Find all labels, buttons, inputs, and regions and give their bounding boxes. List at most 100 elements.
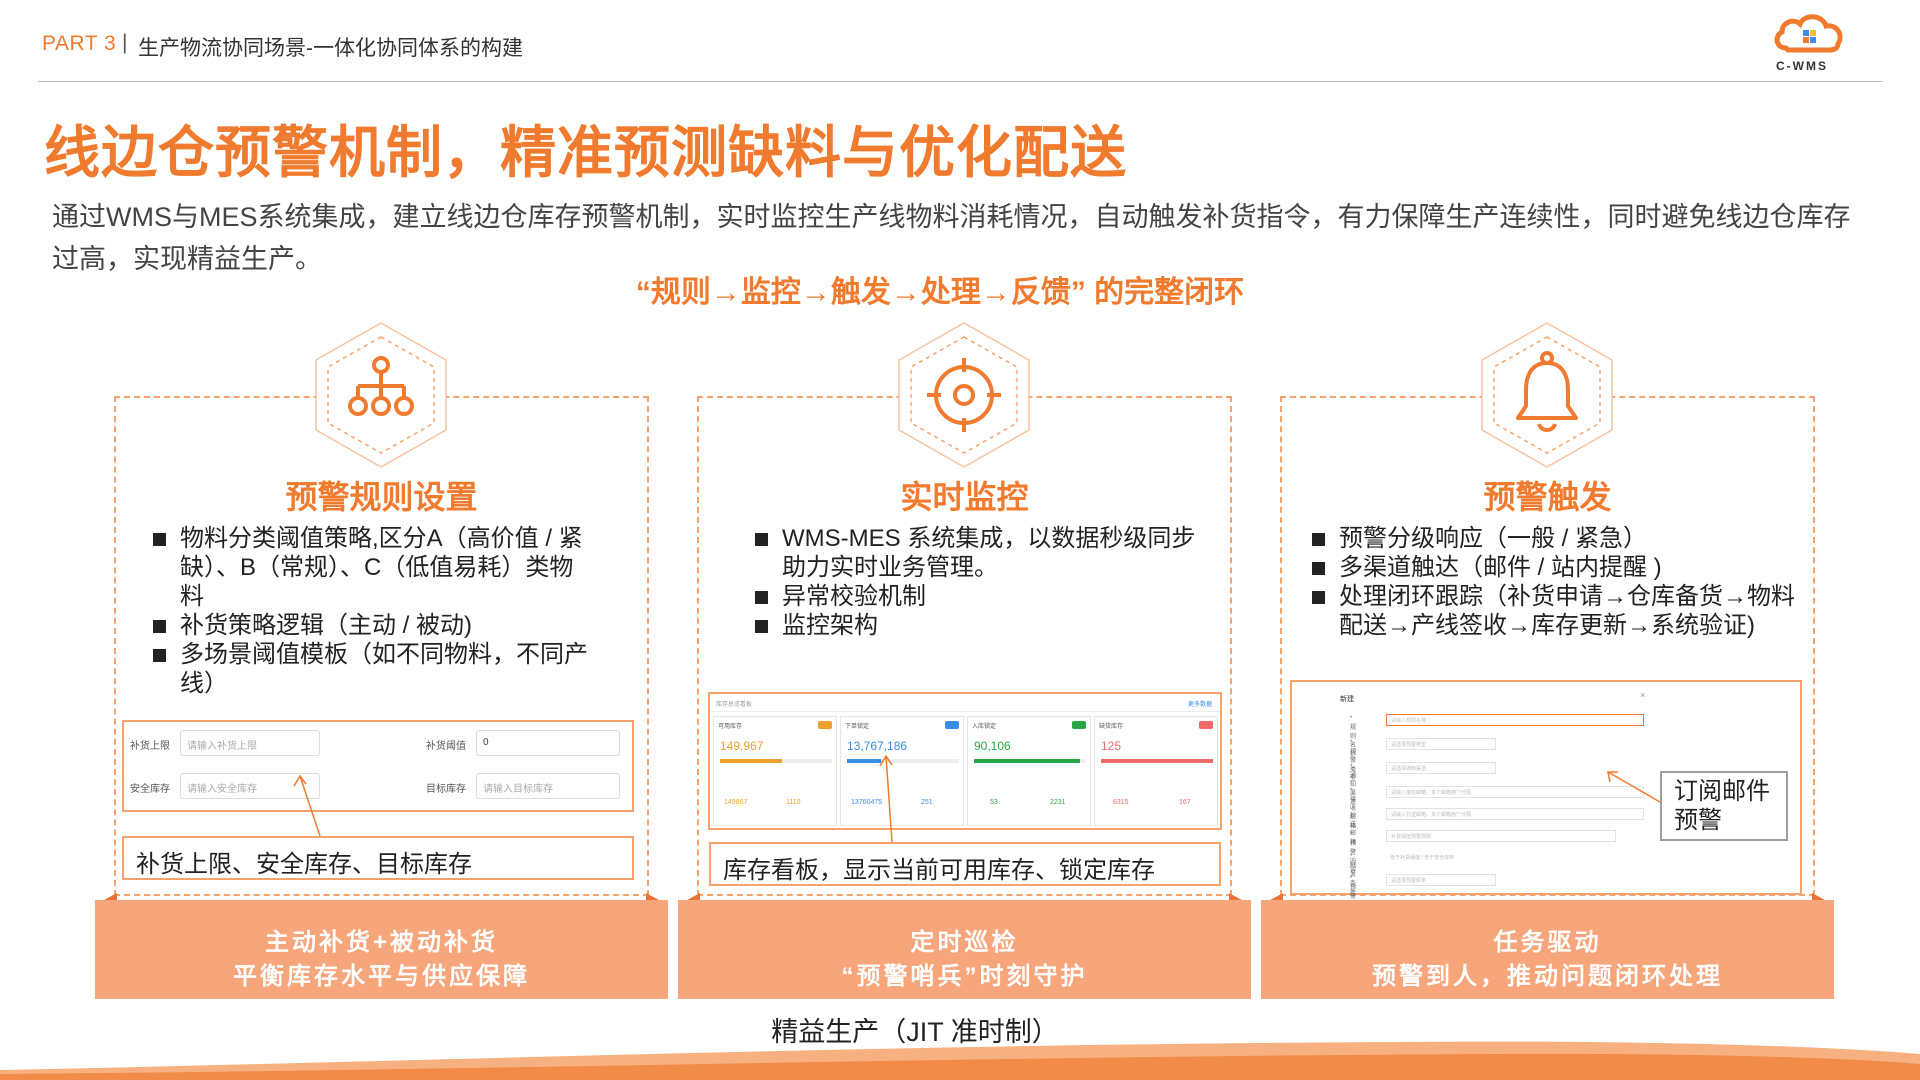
alert-content-select[interactable]: 补货阈值预警规则 [1386,830,1616,842]
footer-caption: 精益生产（JIT 准时制） [771,1017,1059,1047]
cc-email-input[interactable]: 请输入抄送邮箱，多个邮箱用";"分隔 [1386,808,1644,820]
list-item: 物料分类阈值策略,区分A（高价值 / 紧缺）、B（常规）、C（低值易耗）类物料 [153,524,593,611]
replenish-upper-input[interactable]: 请输入补货上限 [180,730,320,756]
target-icon [898,322,1030,468]
dashboard-card-name: 入库锁定 [972,724,997,730]
part-label: PART 3 [42,32,117,55]
dialog-row-label: 抄送邮箱 [1350,813,1357,846]
bell-icon [1481,322,1613,468]
form-label: 补货上限 [130,741,170,752]
progress-fill [1101,759,1213,763]
footer-wave-decoration [0,1041,1920,1080]
dashboard-card: 可用库存 149,967 149867 1110 [713,716,837,826]
replenish-threshold-input[interactable]: 0 [476,730,620,756]
dashboard-card-value: 90,106 [974,739,1011,753]
hierarchy-icon [315,322,447,468]
dashboard-more-link[interactable]: 更多数据 [1187,702,1212,708]
subscribe-email-callout: 订阅邮件预警 [1660,771,1788,841]
form-label: 补货阈值 [426,741,466,752]
list-item: WMS-MES 系统集成，以数据秒级同步助力实时业务管理。 [755,524,1215,582]
dialog-row-label: * 预警类型 [1350,740,1357,782]
progress-bar [974,759,1086,763]
arrow-icon [879,754,893,843]
list-item: 监控架构 [755,611,1215,640]
part-title: 生产物流协同场景-一体化协同体系的构建 [138,37,523,60]
safety-stock-input[interactable]: 请输入安全库存 [180,773,320,799]
dashboard-sub-value: 167 [1179,799,1191,806]
dashboard-card-name: 缺货库存 [1099,724,1124,730]
progress-bar [1101,759,1213,763]
progress-fill [974,759,1081,763]
list-item: 补货策略逻辑（主动 / 被动) [153,611,593,640]
dashboard-header: 库存总览看板 更多数据 [710,694,1220,712]
caption-monitoring: 库存看板，显示当前可用库存、锁定库存 [709,842,1221,886]
summary-panel-alert-trigger: 任务驱动 预警到人，推动问题闭环处理 [1261,900,1834,999]
summary-line: 预警到人，推动问题闭环处理 [1372,963,1723,990]
dialog-row-label: * 触发条件 [1350,854,1357,896]
part-separator: | [122,31,128,54]
dashboard-card-name: 可用库存 [718,724,743,730]
replenishment-form-screenshot: 补货上限 请输入补货上限 补货阈值 0 安全库存 请输入安全库存 目标库存 请输… [122,720,634,812]
target-stock-input[interactable]: 请输入目标库存 [476,773,620,799]
summary-panel-rule-settings: 主动补货+被动补货 平衡库存水平与供应保障 [95,900,668,999]
bullet-list-alert-trigger: 预警分级响应（一般 / 紧急） 多渠道触达（邮件 / 站内提醒 ) 处理闭环跟踪… [1312,524,1812,640]
loop-title: “规则→监控→触发→处理→反馈” 的完整闭环 [635,276,1245,309]
dashboard-title: 库存总览看板 [716,702,753,708]
status-badge [1199,721,1213,729]
rule-name-input[interactable]: 请输入规则名称 [1386,714,1644,726]
progress-bar [720,759,832,763]
trigger-condition-options[interactable]: 低于补货阈值 / 低于安全库存 [1390,855,1455,861]
dashboard-card: 缺货库存 125 6315 167 [1094,716,1218,826]
card-title-realtime-monitoring: 实时监控 [900,479,1029,515]
list-item: 预警分级响应（一般 / 紧急） [1312,524,1812,553]
list-item: 多场景阈值模板（如不同物料，不同产线） [153,640,593,698]
dialog-row-label: * 通知渠道 [1350,764,1357,806]
card-title-alert-trigger: 预警触发 [1483,479,1612,515]
dashboard-sub-value: 2231 [1050,799,1066,806]
progress-fill [720,759,782,763]
alert-type-select[interactable]: 请选择预警类型 [1386,738,1496,750]
caption-rule-settings: 补货上限、安全库存、目标库存 [122,836,634,880]
logo-text: C-WMS [1776,59,1828,73]
bullet-list-monitoring: WMS-MES 系统集成，以数据秒级同步助力实时业务管理。 异常校验机制 监控架… [755,524,1215,640]
dashboard-card: 入库锁定 90,106 53 2231 [967,716,1091,826]
status-badge [1072,721,1086,729]
bullet-list-rule-settings: 物料分类阈值策略,区分A（高价值 / 紧缺）、B（常规）、C（低值易耗）类物料 … [153,524,593,698]
notify-channel-select[interactable]: 请选择通知渠道 [1386,762,1496,774]
card-title-rule-settings: 预警规则设置 [285,479,478,515]
dashboard-card: 下单锁定 13,767,186 13760475 251 [840,716,964,826]
dashboard-card-name: 下单锁定 [845,724,870,730]
cloud-logo-icon [1774,14,1843,53]
dashboard-sub-value: 13760475 [851,799,883,806]
summary-line: 主动补货+被动补货 [264,929,498,956]
list-item: 异常校验机制 [755,582,1215,611]
summary-line: “预警哨兵”时刻守护 [841,963,1088,990]
header-divider [38,81,1883,82]
progress-fill [847,759,881,763]
list-item: 处理闭环跟踪（补货申请→仓库备货→物料配送→产线签收→库存更新→系统验证) [1312,582,1812,640]
dashboard-sub-value: 149867 [724,799,748,806]
dashboard-sub-value: 1110 [786,799,801,806]
list-item: 多渠道触达（邮件 / 站内提醒 ) [1312,553,1812,582]
summary-line: 平衡库存水平与供应保障 [233,963,530,990]
alert-frequency-select[interactable]: 请选择预警频率 [1386,874,1496,886]
form-label: 安全库存 [130,784,170,795]
arrow-icon [293,774,321,837]
form-label: 目标库存 [426,784,466,795]
dialog-row-label: * 接收邮箱 [1350,788,1357,830]
dialog-title: 新建 [1340,696,1354,703]
slide-header: PART 3 | 生产物流协同场景-一体化协同体系的构建 C-WMS [0,0,1920,84]
dashboard-sub-value: 251 [921,799,933,806]
summary-line: 任务驱动 [1493,929,1602,956]
dashboard-card-value: 149,967 [720,739,764,753]
main-title: 线边仓预警机制，精准预测缺料与优化配送 [44,121,1127,184]
intro-paragraph: 通过WMS与MES系统集成，建立线边仓库存预警机制，实时监控生产线物料消耗情况，… [52,202,1851,274]
dialog-row-label: * 预警内容 [1350,832,1357,874]
dashboard-card-value: 125 [1101,739,1122,753]
inventory-dashboard-screenshot: 库存总览看板 更多数据 可用库存 149,967 149867 1110 下单锁… [708,692,1222,830]
dashboard-card-value: 13,767,186 [847,739,908,753]
status-badge [945,721,959,729]
close-icon[interactable]: × [1640,690,1646,700]
summary-line: 定时巡检 [910,929,1019,956]
dashboard-sub-value: 53 [990,799,998,806]
